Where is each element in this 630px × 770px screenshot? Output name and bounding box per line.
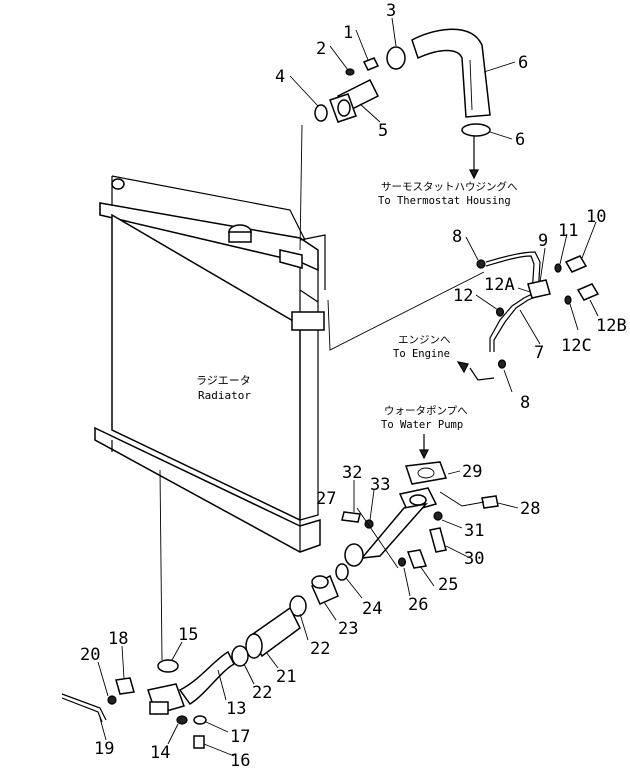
callout-18: 18 (108, 629, 128, 649)
callout-24: 24 (362, 599, 382, 619)
callout-32: 32 (342, 463, 362, 483)
upper-hose-group (299, 28, 491, 251)
callout-5: 6 (518, 53, 528, 73)
note-engine-jp: エンジンへ (398, 334, 451, 346)
note-water-pump-jp: ウォータポンプへ (384, 405, 468, 417)
callout-28: 28 (520, 499, 540, 519)
callout-33: 33 (370, 475, 390, 495)
callout-1: 5 (378, 121, 388, 141)
callout-6-lower: 6 (515, 130, 525, 150)
callout-12: 12 (453, 286, 473, 306)
radiator-label-en: Radiator (198, 389, 251, 402)
callout-29: 29 (462, 462, 482, 482)
callout-16: 16 (230, 751, 250, 770)
callout-4: 2 (316, 39, 326, 59)
callout-9: 9 (538, 231, 548, 251)
callout-25: 25 (438, 575, 458, 595)
callout-31: 31 (464, 521, 484, 541)
leader-lines (97, 17, 599, 757)
callout-27: 27 (316, 489, 336, 509)
note-thermostat-jp: サーモスタットハウジングへ (381, 180, 518, 193)
callout-10: 10 (586, 207, 606, 227)
callout-12b: 12B (596, 316, 627, 336)
radiator (94, 175, 326, 553)
callout-26: 26 (408, 595, 428, 615)
callout-21: 21 (276, 667, 296, 687)
callout-7: 7 (534, 343, 544, 363)
note-thermostat-en: To Thermostat Housing (378, 195, 511, 207)
callout-11: 11 (558, 221, 578, 241)
callout-23: 23 (338, 619, 358, 639)
callouts: 1 2 3 4 5 6 6 8 9 10 11 12 12A 12B 12C 7… (80, 1, 627, 770)
callout-19: 19 (94, 739, 114, 759)
callout-12c: 12C (561, 336, 592, 356)
callout-2: 4 (275, 67, 285, 87)
note-engine-en: To Engine (393, 348, 450, 360)
radiator-label-jp: ラジエータ (196, 374, 251, 387)
callout-17: 17 (230, 727, 250, 747)
callout-8-lower: 8 (520, 393, 530, 413)
callout-8-upper: 8 (452, 227, 462, 247)
callout-13: 13 (226, 699, 246, 719)
callout-6-upper: 3 (386, 1, 396, 21)
callout-22-upper: 22 (310, 639, 330, 659)
callout-15: 15 (178, 625, 198, 645)
note-water-pump-en: To Water Pump (381, 419, 463, 431)
callout-12a: 12A (484, 275, 515, 295)
callout-20: 20 (80, 645, 100, 665)
callout-14: 14 (150, 743, 170, 763)
callout-3: 1 (343, 23, 353, 43)
callout-22-lower: 22 (252, 683, 272, 703)
tube-7-group (327, 251, 600, 381)
lower-pipe-group (61, 461, 499, 749)
callout-30: 30 (464, 549, 484, 569)
